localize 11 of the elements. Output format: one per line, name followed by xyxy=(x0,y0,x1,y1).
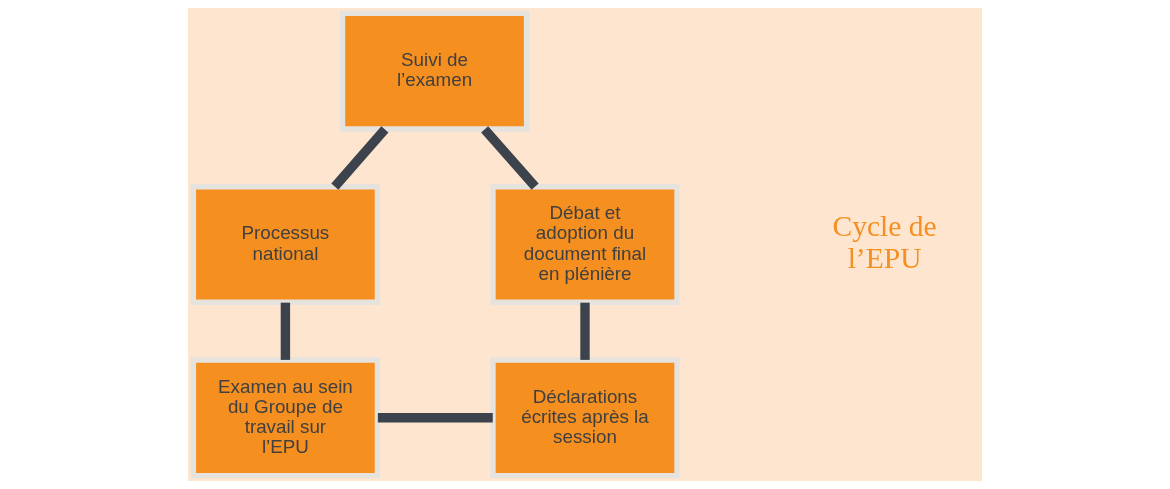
node-box: Examen au sein du Groupe de travail sur l’EPU xyxy=(190,357,381,479)
connector xyxy=(280,302,291,360)
node-box: Processus national xyxy=(190,184,381,305)
node-box: Débat et adoption du document final en plénière xyxy=(490,184,680,305)
node-box: Déclarations écrites après la session xyxy=(490,357,680,479)
connector xyxy=(481,126,539,190)
connector xyxy=(377,413,493,423)
connector xyxy=(580,302,590,360)
label: Cycle de l’EPU xyxy=(832,209,937,275)
connector xyxy=(331,126,389,190)
node-box: Suivi de l’examen xyxy=(339,10,530,132)
